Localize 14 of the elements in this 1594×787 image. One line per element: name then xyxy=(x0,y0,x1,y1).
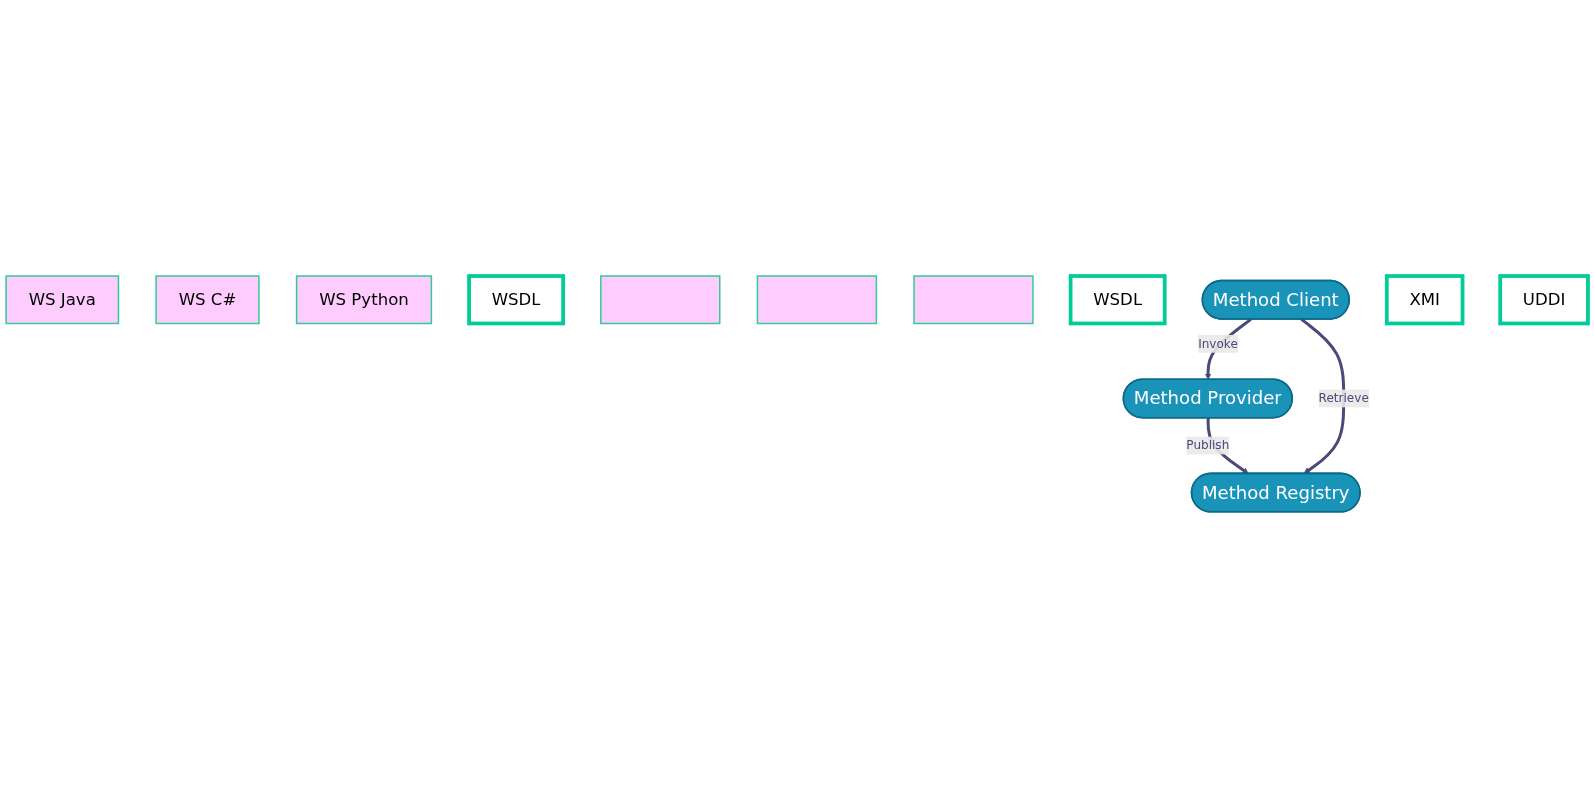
node-box: WS C# xyxy=(155,274,260,324)
node-box: UDDI xyxy=(1498,273,1590,325)
edge-label: Invoke xyxy=(1198,335,1238,351)
node-box xyxy=(913,274,1034,324)
node-box: WS Java xyxy=(5,274,120,324)
node-box: WSDL xyxy=(467,273,566,325)
node-box xyxy=(756,274,878,324)
node-box: XMI xyxy=(1384,273,1465,325)
edge-label: Publish xyxy=(1186,437,1230,452)
node-box: WSDL xyxy=(1068,273,1167,325)
node-box xyxy=(600,274,721,324)
edge-label: Retrieve xyxy=(1318,390,1369,405)
arrow xyxy=(1300,317,1346,474)
node-box: WS Python xyxy=(295,274,433,324)
